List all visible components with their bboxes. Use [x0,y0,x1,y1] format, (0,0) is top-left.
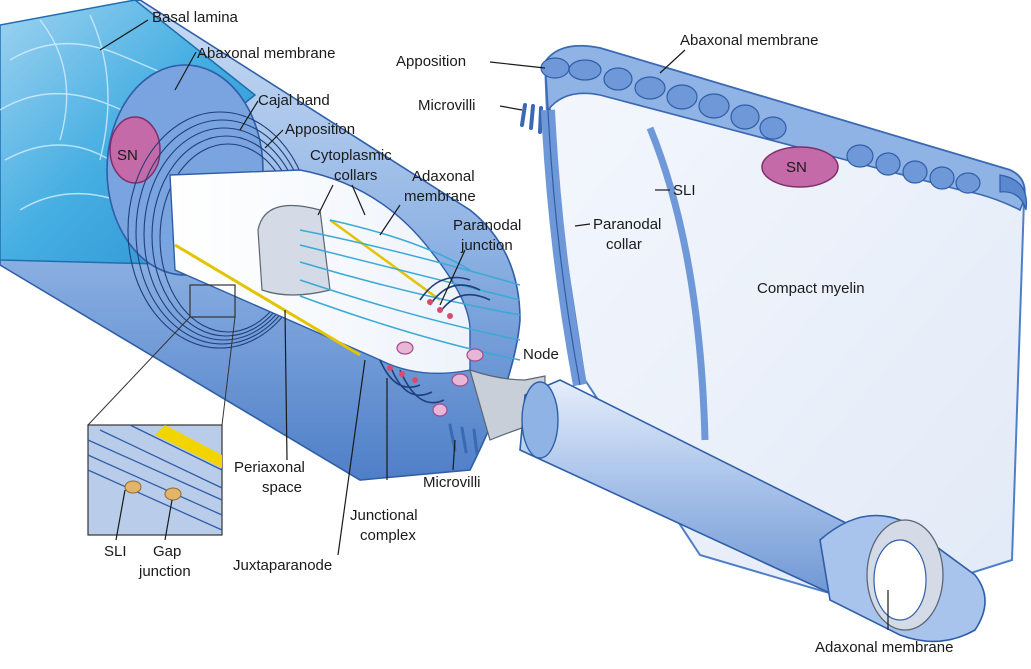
label-gap-junction: Gap [153,543,181,560]
label-node: Node [523,346,559,363]
label-adaxonal-membrane-top: Adaxonal [412,168,475,185]
label-microvilli-bottom: Microvilli [423,474,481,491]
label-abaxonal-membrane-right: Abaxonal membrane [680,32,818,49]
label-periaxonal-space-2: space [262,479,302,496]
myelinated-fiber [0,0,520,480]
label-cajal-band: Cajal band [258,92,330,109]
label-paranodal-collar: Paranodal [593,216,661,233]
label-sli-right: SLI [673,182,696,199]
label-apposition-left: Apposition [285,121,355,138]
label-adaxonal-membrane-bottom: Adaxonal membrane [815,639,953,656]
label-compact-myelin: Compact myelin [757,280,865,297]
label-paranodal-junction: Paranodal [453,217,521,234]
label-adaxonal-membrane-top-2: membrane [404,188,476,205]
label-microvilli-top: Microvilli [418,97,476,114]
label-basal-lamina: Basal lamina [152,9,239,26]
label-cytoplasmic-collars: Cytoplasmic [310,147,392,164]
label-cytoplasmic-collars-2: collars [334,167,377,184]
label-periaxonal-space: Periaxonal [234,459,305,476]
label-sli-inset: SLI [104,543,127,560]
label-abaxonal-membrane-left: Abaxonal membrane [197,45,335,62]
label-apposition-right: Apposition [396,53,466,70]
label-sn-right: SN [786,159,807,176]
label-gap-junction-2: junction [138,563,191,580]
label-junctional-complex-2: complex [360,527,416,544]
label-junctional-complex: Junctional [350,507,418,524]
label-juxtaparanode: Juxtaparanode [233,557,332,574]
label-paranodal-collar-2: collar [606,236,642,253]
label-sn-left: SN [117,147,138,164]
label-paranodal-junction-2: junction [460,237,513,254]
